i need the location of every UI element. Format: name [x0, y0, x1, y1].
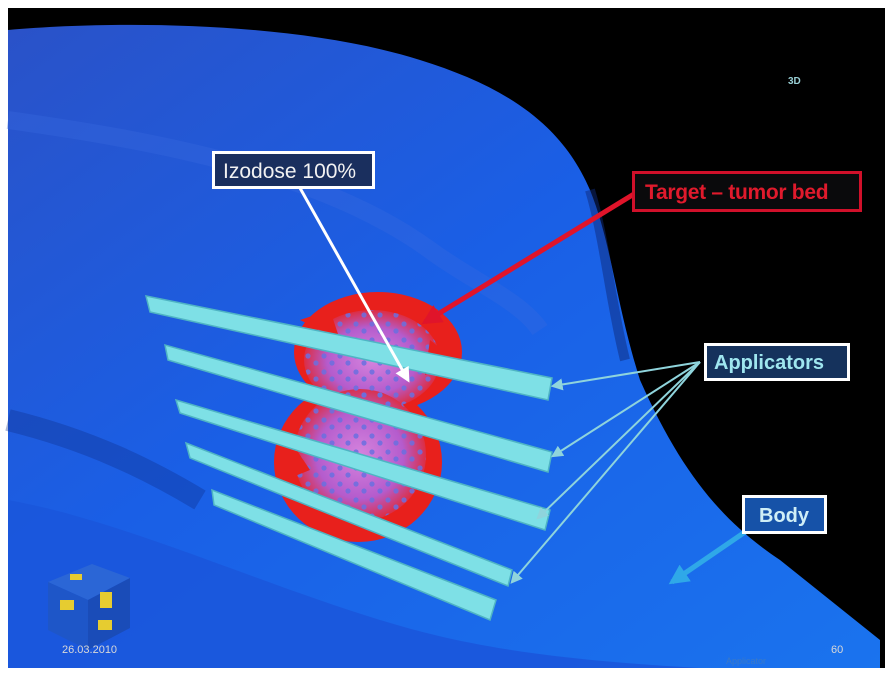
view-mode-indicator: 3D	[788, 76, 801, 87]
target-tumor-bed-label: Target – tumor bed	[632, 171, 862, 212]
applicators-label: Applicators	[704, 343, 850, 381]
izodose-label: Izodose 100%	[212, 151, 375, 189]
frame-number: 60	[831, 644, 843, 656]
date-stamp: 26.03.2010	[62, 644, 117, 656]
body-label: Body	[742, 495, 827, 534]
application-name: Applicator	[726, 656, 766, 666]
